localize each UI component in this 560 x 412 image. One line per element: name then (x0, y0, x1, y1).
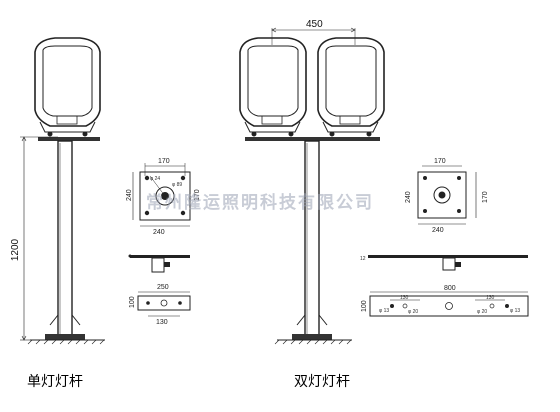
double-plate-top-width: 170 (434, 158, 446, 165)
double-plate-top-view: 170 240 170 240 (405, 158, 489, 234)
single-plate-top-width: 170 (158, 158, 170, 165)
single-height-dimension (20, 136, 58, 341)
double-arm-right-sub: 130 (486, 295, 495, 301)
single-plate-note-a: φ 24 (150, 176, 160, 182)
double-caption: 双灯灯杆 (294, 374, 350, 390)
double-hole-label-2: φ 20 (408, 309, 418, 315)
double-lamp-head-left (239, 37, 307, 137)
double-arm-side-view: 12 (360, 255, 528, 271)
single-bracket-left-height: 100 (129, 296, 136, 308)
double-arm-left-sub: 130 (400, 295, 409, 301)
double-base (274, 334, 352, 345)
double-plate-bottom-width: 240 (432, 227, 444, 234)
single-base (27, 334, 105, 345)
single-caption: 单灯灯杆 (27, 374, 83, 390)
double-plate-right-height: 170 (482, 191, 489, 203)
single-bracket-top-view: 250 100 130 (129, 284, 191, 326)
double-hole-label-1: φ 13 (379, 308, 389, 314)
double-spacing-label: 450 (306, 19, 323, 30)
single-top-plate (38, 137, 100, 141)
double-spacing-dimension: 450 (271, 19, 356, 45)
single-plate-bottom-width: 240 (153, 229, 165, 236)
single-pole (49, 140, 81, 337)
single-bracket-bottom-width: 130 (156, 319, 168, 326)
double-arm-height-label: 12 (360, 256, 366, 262)
double-hole-label-4: φ 13 (510, 308, 520, 314)
company-watermark: 常州隆运照明科技有限公司 (146, 192, 374, 213)
double-arm-total-width: 800 (444, 285, 456, 292)
single-bracket-side-view (128, 254, 190, 273)
double-cross-arm (245, 137, 380, 141)
single-plate-left-height: 240 (126, 189, 133, 201)
single-bracket-top-width: 250 (157, 284, 169, 291)
double-plate-left-height: 240 (405, 191, 412, 203)
double-arm-left-height: 100 (361, 300, 368, 312)
double-pole (296, 140, 328, 337)
single-lamp-pole-assembly: 1200 (10, 37, 105, 345)
single-lamp-head (34, 37, 101, 137)
single-plate-inner-height: 170 (194, 189, 201, 201)
double-arm-top-view: 800 130 130 φ 13 φ 20 φ 20 φ 13 100 (361, 285, 529, 317)
single-plate-note-b: φ 89 (172, 182, 182, 188)
double-hole-label-3: φ 20 (477, 309, 487, 315)
double-lamp-head-right (317, 37, 385, 137)
single-plate-top-view: 170 φ 24 φ 89 240 170 240 (126, 158, 201, 236)
single-height-label: 1200 (10, 238, 21, 261)
